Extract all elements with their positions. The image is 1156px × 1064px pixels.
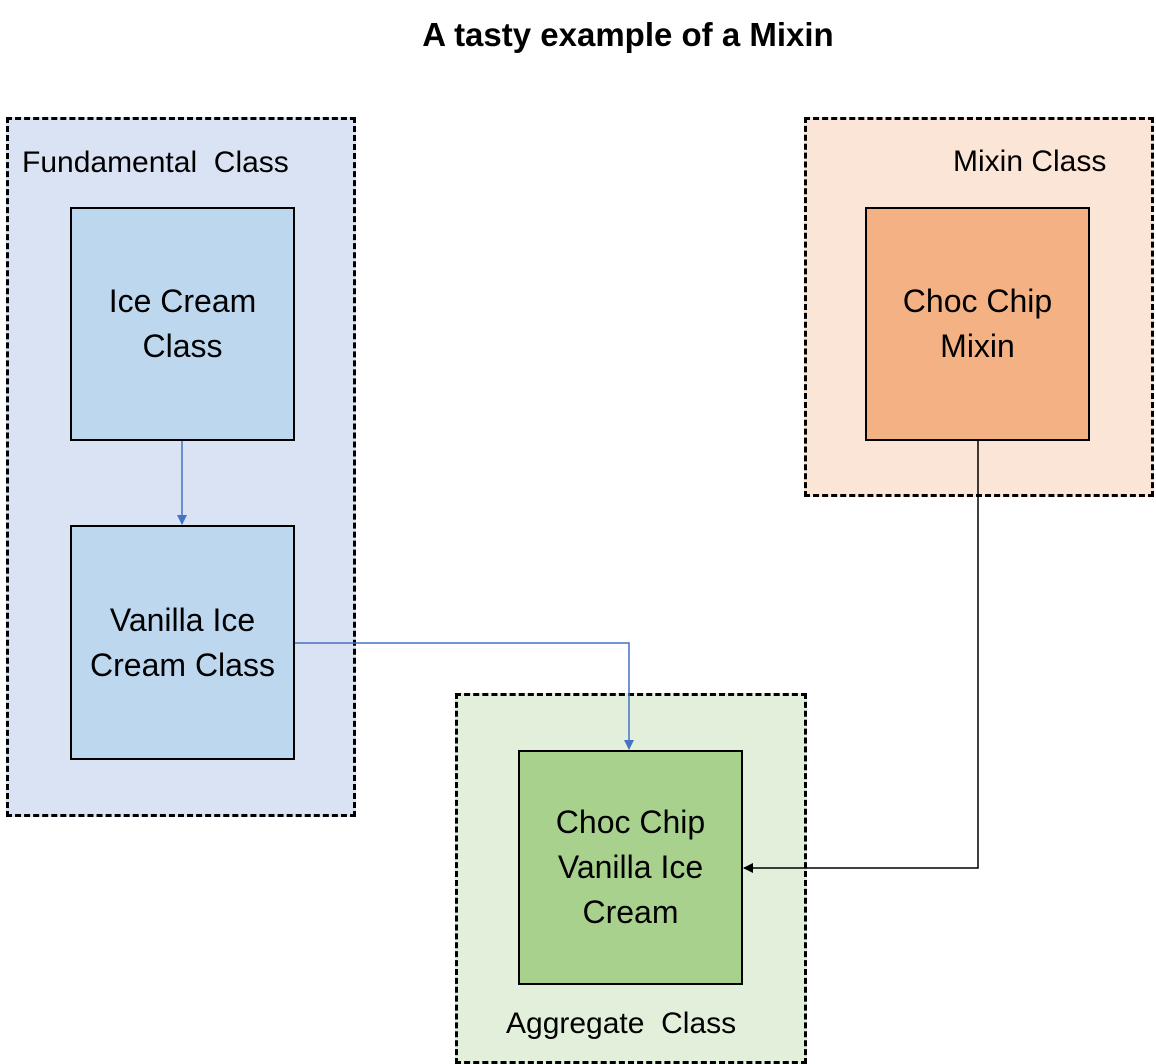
aggregate-class-box: Choc Chip Vanilla Ice Cream xyxy=(518,750,743,985)
ice-cream-class-text: Ice Cream Class xyxy=(108,283,257,364)
fundamental-class-label: Fundamental Class xyxy=(22,146,289,179)
vanilla-to-aggregate-arrow xyxy=(295,642,634,750)
vanilla-ice-cream-class-box: Vanilla Ice Cream Class xyxy=(70,525,295,760)
vanilla-ice-cream-class-text: Vanilla Ice Cream Class xyxy=(90,601,275,683)
mixin-class-label: Mixin Class xyxy=(953,145,1107,178)
aggregate-class-label: Aggregate Class xyxy=(506,1007,737,1040)
choc-chip-mixin-text: Choc Chip Mixin xyxy=(902,283,1053,364)
mixin-to-aggregate-arrow xyxy=(743,441,979,873)
choc-chip-mixin-box: Choc Chip Mixin xyxy=(865,207,1090,441)
diagram-title: A tasty example of a Mixin xyxy=(422,16,834,53)
aggregate-class-text: Choc Chip Vanilla Ice Cream xyxy=(555,804,706,930)
ice-cream-class-box: Ice Cream Class xyxy=(70,207,295,441)
